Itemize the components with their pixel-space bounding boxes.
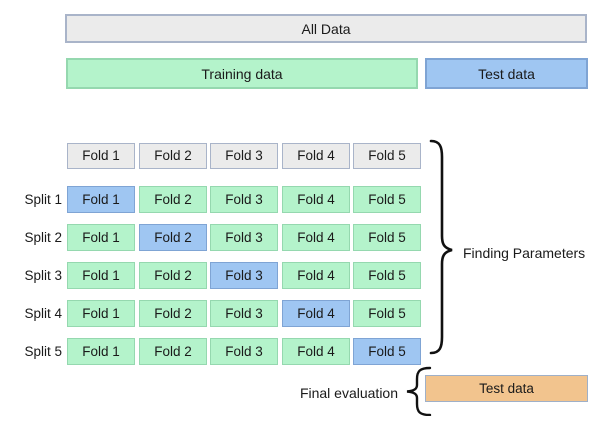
- fold-cell-label: Fold 3: [225, 343, 263, 359]
- fold-cell-train: Fold 3: [210, 186, 278, 213]
- fold-header-label: Fold 2: [154, 148, 192, 164]
- fold-cell-label: Fold 1: [82, 305, 120, 321]
- fold-cell-label: Fold 3: [225, 191, 263, 207]
- fold-cell-label: Fold 4: [297, 267, 335, 283]
- training-data-label: Training data: [201, 65, 283, 82]
- fold-header-label: Fold 5: [368, 148, 406, 164]
- fold-cell-train: Fold 5: [353, 262, 421, 289]
- fold-cell-label: Fold 5: [368, 267, 406, 283]
- finding-parameters-brace: [429, 139, 453, 355]
- fold-cell-label: Fold 2: [154, 343, 192, 359]
- split-1-label: Split 1: [24, 192, 62, 207]
- fold-cell-train: Fold 5: [353, 186, 421, 213]
- fold-cell-label: Fold 4: [297, 191, 335, 207]
- fold-cell-train: Fold 1: [67, 300, 135, 327]
- fold-cell-label: Fold 1: [82, 229, 120, 245]
- fold-cell-label: Fold 3: [225, 267, 263, 283]
- fold-cell-label: Fold 2: [154, 229, 192, 245]
- fold-cell-train: Fold 2: [139, 338, 207, 365]
- fold-cell-label: Fold 1: [82, 191, 120, 207]
- fold-cell-label: Fold 3: [225, 305, 263, 321]
- fold-header-label: Fold 1: [82, 148, 120, 164]
- fold-cell-label: Fold 3: [225, 229, 263, 245]
- fold-cell-train: Fold 5: [353, 224, 421, 251]
- fold-cell-train: Fold 4: [282, 262, 350, 289]
- split-3-label: Split 3: [24, 268, 62, 283]
- finding-parameters-label: Finding Parameters: [463, 245, 586, 261]
- fold-cell-label: Fold 5: [368, 229, 406, 245]
- fold-cell-train: Fold 4: [282, 186, 350, 213]
- fold-cell-train: Fold 2: [139, 186, 207, 213]
- fold-cell-label: Fold 1: [82, 267, 120, 283]
- all-data-label: All Data: [301, 20, 351, 37]
- fold-cell-label: Fold 5: [368, 343, 406, 359]
- fold-cell-train: Fold 2: [139, 300, 207, 327]
- fold-cell-test: Fold 3: [210, 262, 278, 289]
- fold-cell-label: Fold 4: [297, 305, 335, 321]
- fold-cell-test: Fold 4: [282, 300, 350, 327]
- training-data-bar: Training data: [66, 58, 418, 89]
- split-2-label: Split 2: [24, 230, 62, 245]
- fold-cell-label: Fold 1: [82, 343, 120, 359]
- test-data-label: Test data: [478, 65, 535, 82]
- fold-header-cell: Fold 1: [67, 143, 135, 169]
- fold-cell-test: Fold 1: [67, 186, 135, 213]
- final-evaluation-label: Final evaluation: [299, 385, 398, 401]
- fold-header-label: Fold 4: [297, 148, 335, 164]
- fold-cell-train: Fold 1: [67, 338, 135, 365]
- split-4-label: Split 4: [24, 306, 62, 321]
- fold-cell-train: Fold 4: [282, 338, 350, 365]
- fold-cell-test: Fold 5: [353, 338, 421, 365]
- fold-cell-train: Fold 3: [210, 300, 278, 327]
- fold-cell-train: Fold 3: [210, 224, 278, 251]
- final-test-data-box: Test data: [425, 375, 588, 402]
- fold-cell-train: Fold 1: [67, 224, 135, 251]
- fold-cell-train: Fold 1: [67, 262, 135, 289]
- fold-cell-label: Fold 5: [368, 191, 406, 207]
- fold-cell-train: Fold 4: [282, 224, 350, 251]
- fold-header-cell: Fold 3: [210, 143, 278, 169]
- fold-cell-train: Fold 2: [139, 262, 207, 289]
- all-data-bar: All Data: [65, 14, 587, 43]
- split-5-label: Split 5: [24, 344, 62, 359]
- fold-cell-train: Fold 5: [353, 300, 421, 327]
- fold-header-label: Fold 3: [225, 148, 263, 164]
- fold-header-cell: Fold 5: [353, 143, 421, 169]
- fold-cell-label: Fold 4: [297, 343, 335, 359]
- fold-cell-label: Fold 2: [154, 191, 192, 207]
- fold-cell-train: Fold 3: [210, 338, 278, 365]
- fold-header-cell: Fold 4: [282, 143, 350, 169]
- test-data-bar: Test data: [425, 58, 588, 89]
- fold-cell-label: Fold 4: [297, 229, 335, 245]
- final-evaluation-brace: [406, 366, 432, 416]
- fold-header-cell: Fold 2: [139, 143, 207, 169]
- fold-cell-test: Fold 2: [139, 224, 207, 251]
- fold-cell-label: Fold 2: [154, 267, 192, 283]
- fold-cell-label: Fold 5: [368, 305, 406, 321]
- final-test-data-label: Test data: [479, 380, 534, 396]
- fold-cell-label: Fold 2: [154, 305, 192, 321]
